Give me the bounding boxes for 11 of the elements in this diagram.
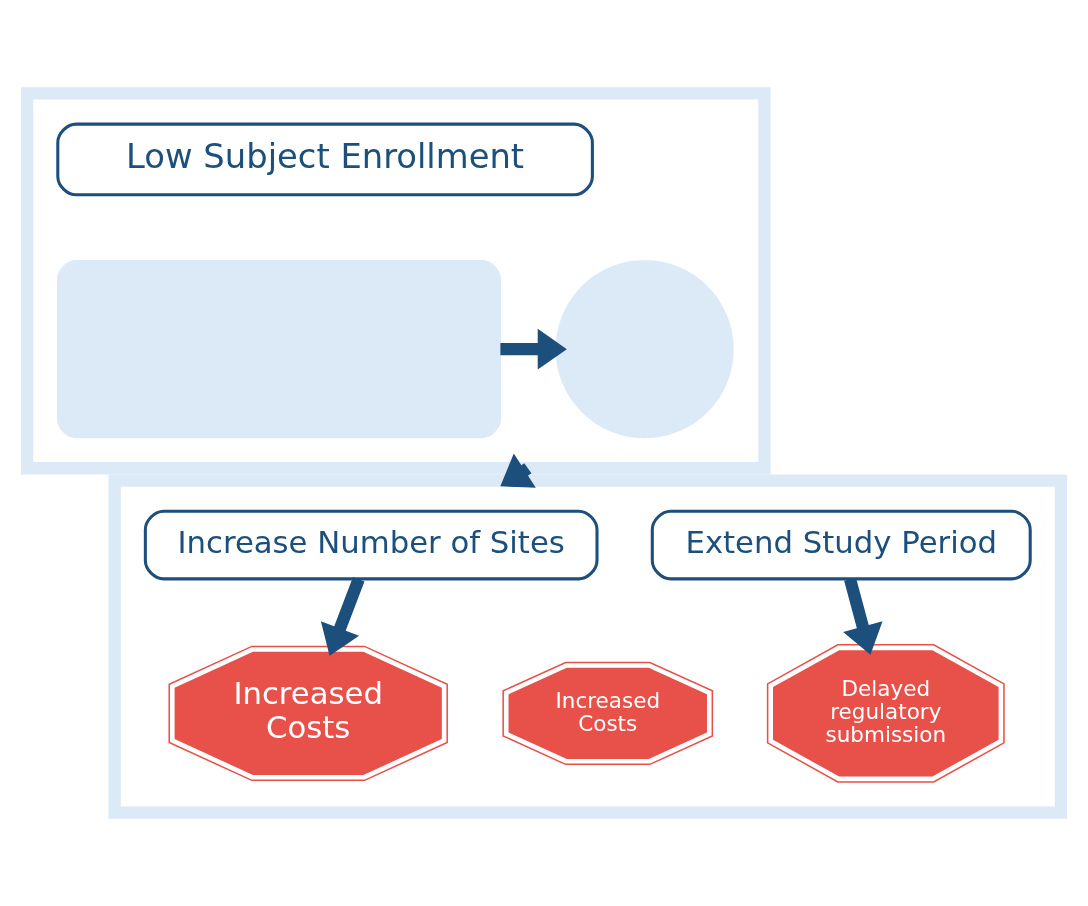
cluster	[20, 87, 771, 475]
node-circle	[555, 260, 734, 439]
arrow	[500, 328, 567, 370]
node-box: Extend Study Period	[650, 509, 1032, 581]
arrow	[320, 577, 365, 656]
node-box	[57, 260, 501, 439]
arrow	[500, 453, 536, 488]
cluster	[108, 474, 1068, 819]
node-box: Low Subject Enrollment	[56, 122, 594, 197]
arrow	[843, 577, 883, 655]
node-box: Increase Number of Sites	[143, 509, 599, 581]
